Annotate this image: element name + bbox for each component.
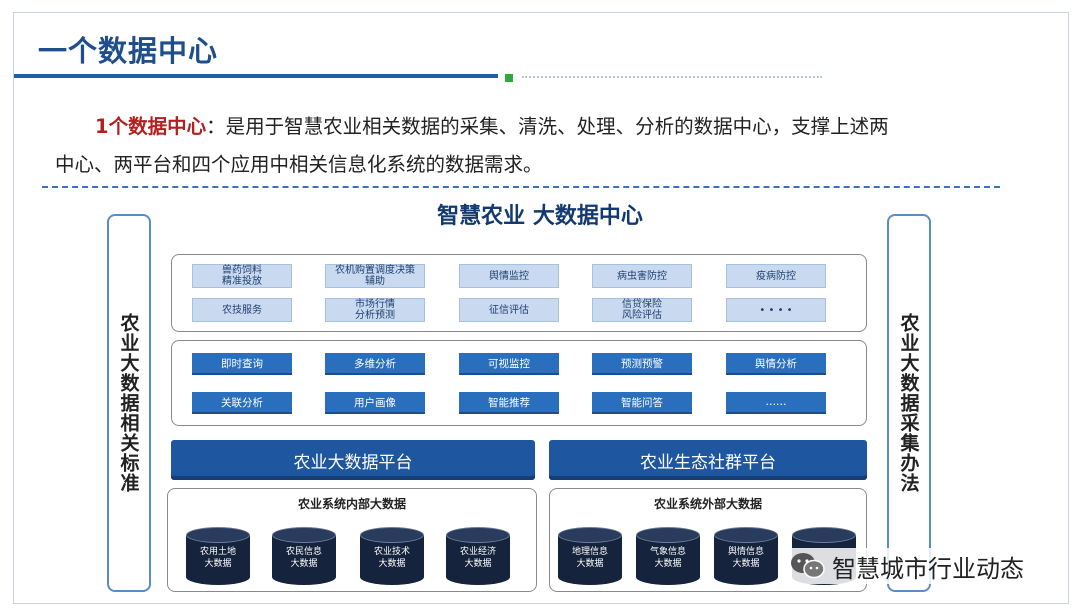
application-box: 农机购置调度决策 辅助 — [325, 264, 425, 288]
description-line2: 中心、两平台和四个应用中相关信息化系统的数据需求。 — [55, 153, 543, 176]
database-label: 农业技术 大数据 — [373, 547, 410, 569]
database-icon: 地理信息 大数据 — [558, 527, 622, 585]
analysis-box: 智能推荐 — [459, 392, 559, 414]
title-underline — [14, 74, 498, 78]
application-box: 病虫害防控 — [592, 264, 692, 288]
analysis-box: 智能问答 — [592, 392, 692, 414]
diagram-title: 智慧农业 大数据中心 — [437, 204, 643, 229]
database-icon: 舆情信息 大数据 — [714, 527, 778, 585]
description-line1-text: ：是用于智慧农业相关数据的采集、清洗、处理、分析的数据中心，支撑上述两 — [206, 115, 889, 138]
dashed-separator — [42, 186, 1000, 188]
application-box: 市场行情 分析预测 — [325, 298, 425, 322]
database-icon: 气象信息 大数据 — [636, 527, 700, 585]
database-icon: 农用土地 大数据 — [186, 527, 250, 585]
right-side-label: 农业大数据采集办法 — [897, 313, 920, 493]
watermark-text: 智慧城市行业动态 — [832, 554, 1024, 583]
analysis-box: 预测预警 — [592, 353, 692, 375]
application-box: 征信评估 — [459, 298, 559, 322]
left-side-standards: 农业大数据相关标准 — [107, 214, 151, 592]
slide-title: 一个数据中心 — [38, 34, 219, 68]
analysis-box: 即时查询 — [192, 353, 292, 375]
slide-frame — [13, 12, 1069, 604]
analysis-box: 可视监控 — [459, 353, 559, 375]
eco-community-platform: 农业生态社群平台 — [549, 440, 867, 480]
database-icon: 农业经济 大数据 — [446, 527, 510, 585]
internal-data-title: 农业系统内部大数据 — [297, 497, 406, 511]
application-box: • • • • — [726, 298, 826, 322]
database-icon: 农民信息 大数据 — [272, 527, 336, 585]
database-label: 农民信息 大数据 — [285, 547, 322, 569]
description-line1: 1个数据中心：是用于智慧农业相关数据的采集、清洗、处理、分析的数据中心，支撑上述… — [55, 108, 1005, 146]
description: 1个数据中心：是用于智慧农业相关数据的采集、清洗、处理、分析的数据中心，支撑上述… — [55, 108, 1005, 184]
description-highlight: 1个数据中心 — [95, 115, 207, 138]
application-box: 信贷保险 风险评估 — [592, 298, 692, 322]
database-label: 舆情信息 大数据 — [727, 547, 764, 569]
watermark: 智慧城市行业动态 — [784, 548, 1030, 584]
wechat-icon — [790, 551, 826, 581]
external-data-title: 农业系统外部大数据 — [653, 497, 762, 511]
agri-bigdata-platform: 农业大数据平台 — [171, 440, 535, 480]
application-box: 舆情监控 — [459, 264, 559, 288]
title-dotted-line — [522, 76, 822, 78]
application-box: 疫病防控 — [726, 264, 826, 288]
analysis-box: 用户画像 — [325, 392, 425, 414]
application-box: 兽药饲料 精准投放 — [192, 264, 292, 288]
database-label: 农业经济 大数据 — [459, 547, 496, 569]
analysis-box: 关联分析 — [192, 392, 292, 414]
analysis-box: 多维分析 — [325, 353, 425, 375]
analysis-box: …… — [726, 392, 826, 414]
applications-panel: 兽药饲料 精准投放 农机购置调度决策 辅助 舆情监控 病虫害防控 疫病防控农技服务 市场行… — [171, 254, 867, 332]
application-box: 农技服务 — [192, 298, 292, 322]
title-accent-dot — [505, 74, 513, 82]
right-side-collection: 农业大数据采集办法 — [887, 214, 931, 592]
database-label: 气象信息 大数据 — [649, 547, 686, 569]
analysis-box: 舆情分析 — [726, 353, 826, 375]
analysis-panel: 即时查询 多维分析 可视监控 预测预警 舆情分析关联分析 用户画像 智能推荐 智能问答 …… — [171, 340, 867, 426]
database-label: 农用土地 大数据 — [199, 547, 236, 569]
internal-data-panel: 农业系统内部大数据 农用土地 大数据 农民信息 大数据 农业技术 大数据 农业经济 大… — [167, 488, 537, 592]
left-side-label: 农业大数据相关标准 — [117, 313, 140, 493]
database-label: 地理信息 大数据 — [571, 547, 608, 569]
database-icon: 农业技术 大数据 — [360, 527, 424, 585]
